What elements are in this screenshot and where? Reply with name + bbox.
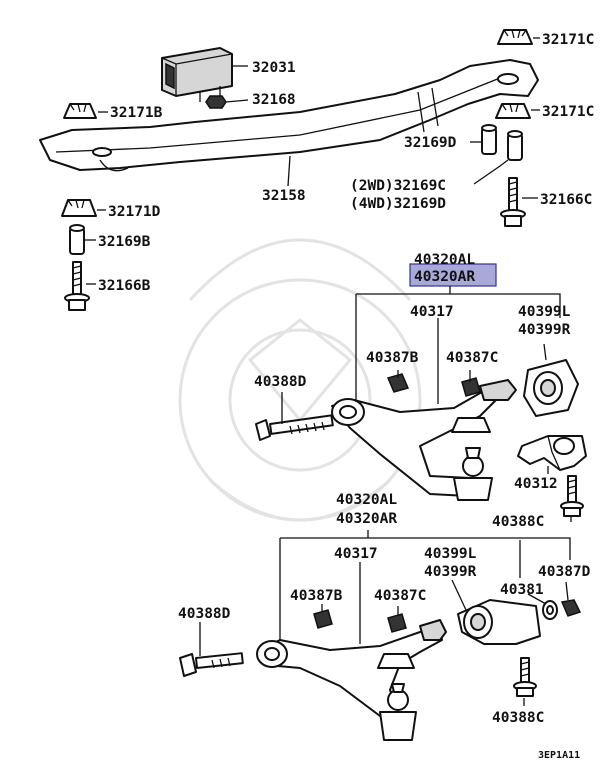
highlight-40320AR (409, 263, 497, 287)
label-32171B: 32171B (110, 105, 163, 121)
spacer-32169C (507, 130, 523, 161)
leaders-upper-arm (281, 263, 572, 522)
label-40399R-upper: 40399R (518, 322, 571, 338)
label-32168: 32168 (252, 92, 296, 108)
bolt-32166C (500, 177, 526, 227)
leaders-top (85, 37, 540, 285)
nut-40387B-lower (313, 609, 333, 629)
label-40317-upper: 40317 (410, 304, 454, 320)
nut-40387B-upper (386, 373, 410, 393)
label-40312: 40312 (514, 476, 558, 492)
label-40387B-upper: 40387B (366, 350, 419, 366)
bolt-32166B (64, 261, 90, 311)
label-40381: 40381 (500, 582, 544, 598)
mount-32031 (161, 47, 233, 102)
label-40317-lower: 40317 (334, 546, 378, 562)
watermark-emblem (178, 238, 422, 522)
label-32169C-2wd: (2WD)32169C (350, 178, 446, 194)
label-40320AR-lower: 40320AR (336, 511, 397, 527)
nut-40387C-upper (461, 377, 481, 397)
label-32169D: 32169D (404, 135, 457, 151)
label-32166C: 32166C (540, 192, 592, 208)
label-40320AL-upper: 40320AL (414, 252, 475, 268)
diagram-code: 3EP1A11 (538, 750, 580, 761)
cushion-32171C-top (497, 29, 533, 45)
bolt-40388D-upper (255, 414, 334, 441)
bushing-40399-upper (523, 359, 579, 417)
label-32169D-4wd: (4WD)32169D (350, 196, 446, 212)
label-32171D: 32171D (108, 204, 161, 220)
label-40387C-lower: 40387C (374, 588, 426, 604)
nut-40387C-lower (387, 613, 407, 633)
label-40320AL-lower: 40320AL (336, 492, 397, 508)
washer-40381 (542, 600, 558, 620)
label-32169B: 32169B (98, 234, 151, 250)
bolt-40388C-upper (560, 475, 584, 517)
label-40320AR-upper: 40320AR (414, 269, 475, 285)
label-32166B: 32166B (98, 278, 151, 294)
bolt-40388D-lower (179, 652, 244, 677)
bushing-40399-lower (457, 599, 541, 645)
label-40387C-upper: 40387C (446, 350, 498, 366)
labels: 32171C 32031 32168 32171B 32171C 32169D … (98, 32, 594, 761)
nut-32168 (205, 95, 227, 109)
label-32171C-mid: 32171C (542, 104, 594, 120)
label-40387D: 40387D (538, 564, 591, 580)
label-40388C-lower: 40388C (492, 710, 544, 726)
arm-40317-upper (331, 379, 517, 501)
label-40399L-lower: 40399L (424, 546, 477, 562)
label-40387B-lower: 40387B (290, 588, 343, 604)
label-40399R-lower: 40399R (424, 564, 477, 580)
label-40388C-upper: 40388C (492, 514, 544, 530)
label-32171C-top: 32171C (542, 32, 594, 48)
label-40388D-upper: 40388D (254, 374, 307, 390)
label-40399L-upper: 40399L (518, 304, 571, 320)
spacer-32169B (69, 224, 85, 255)
cushion-32171C-mid (495, 103, 531, 119)
arm-40317-lower (256, 619, 447, 741)
label-32031: 32031 (252, 60, 296, 76)
cushion-32171B (63, 103, 97, 119)
label-32158: 32158 (262, 188, 306, 204)
leaders-lower-arm (199, 530, 571, 706)
cushion-32171D (61, 199, 97, 217)
bolt-40388C-lower (513, 657, 537, 697)
spacer-32169D (481, 124, 497, 155)
nut-40387D (560, 599, 582, 617)
crossmember-32158 (39, 59, 539, 172)
label-40388D-lower: 40388D (178, 606, 231, 622)
bracket-40312 (517, 435, 587, 471)
